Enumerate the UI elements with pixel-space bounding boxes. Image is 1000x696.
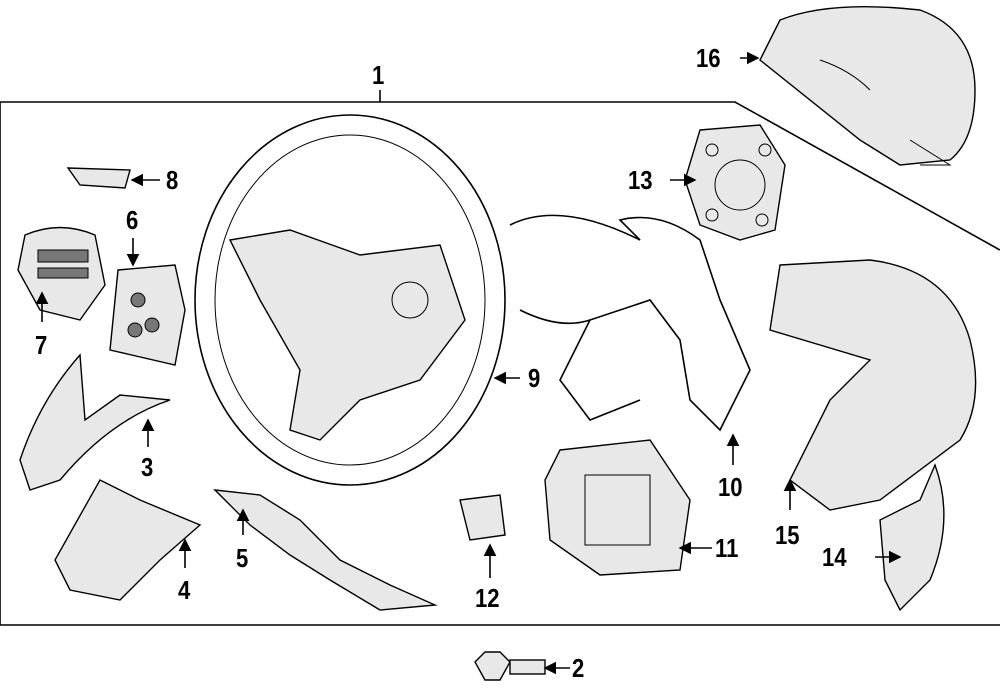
callout-16: 16 (696, 43, 721, 73)
sensor-part (459, 494, 506, 541)
callout-8: 8 (166, 165, 179, 195)
callout-4: 4 (178, 575, 191, 605)
trim-piece-part (66, 167, 131, 189)
callout-6: 6 (126, 205, 139, 235)
airbag-cover-part (759, 5, 976, 166)
callout-13: 13 (628, 165, 653, 195)
lower-bezel-part (54, 479, 202, 601)
callout-9: 9 (528, 363, 541, 393)
callout-14: 14 (822, 542, 847, 572)
callout-10: 10 (718, 472, 743, 502)
left-switch-part (17, 226, 106, 321)
callout-2: 2 (572, 653, 585, 683)
callout-12: 12 (475, 583, 500, 613)
lower-trim-part (213, 489, 438, 611)
assembly-frame (0, 101, 1000, 626)
bolt-part (474, 651, 546, 681)
callout-1: 1 (372, 60, 385, 90)
rear-cover-part (769, 259, 977, 511)
callout-11: 11 (715, 533, 739, 563)
callout-7: 7 (35, 330, 48, 360)
paddle-shifter-part (879, 463, 945, 612)
callout-3: 3 (141, 452, 154, 482)
control-switch-part (109, 264, 186, 366)
callout-5: 5 (236, 543, 249, 573)
mounting-plate-part (544, 439, 691, 576)
clockspring-bracket-part (684, 124, 786, 241)
lower-cover-part (19, 353, 171, 491)
callout-arrows (35, 51, 902, 675)
wiring-harness-part (509, 214, 751, 432)
callout-15: 15 (775, 520, 800, 550)
steering-wheel-part (194, 114, 506, 486)
